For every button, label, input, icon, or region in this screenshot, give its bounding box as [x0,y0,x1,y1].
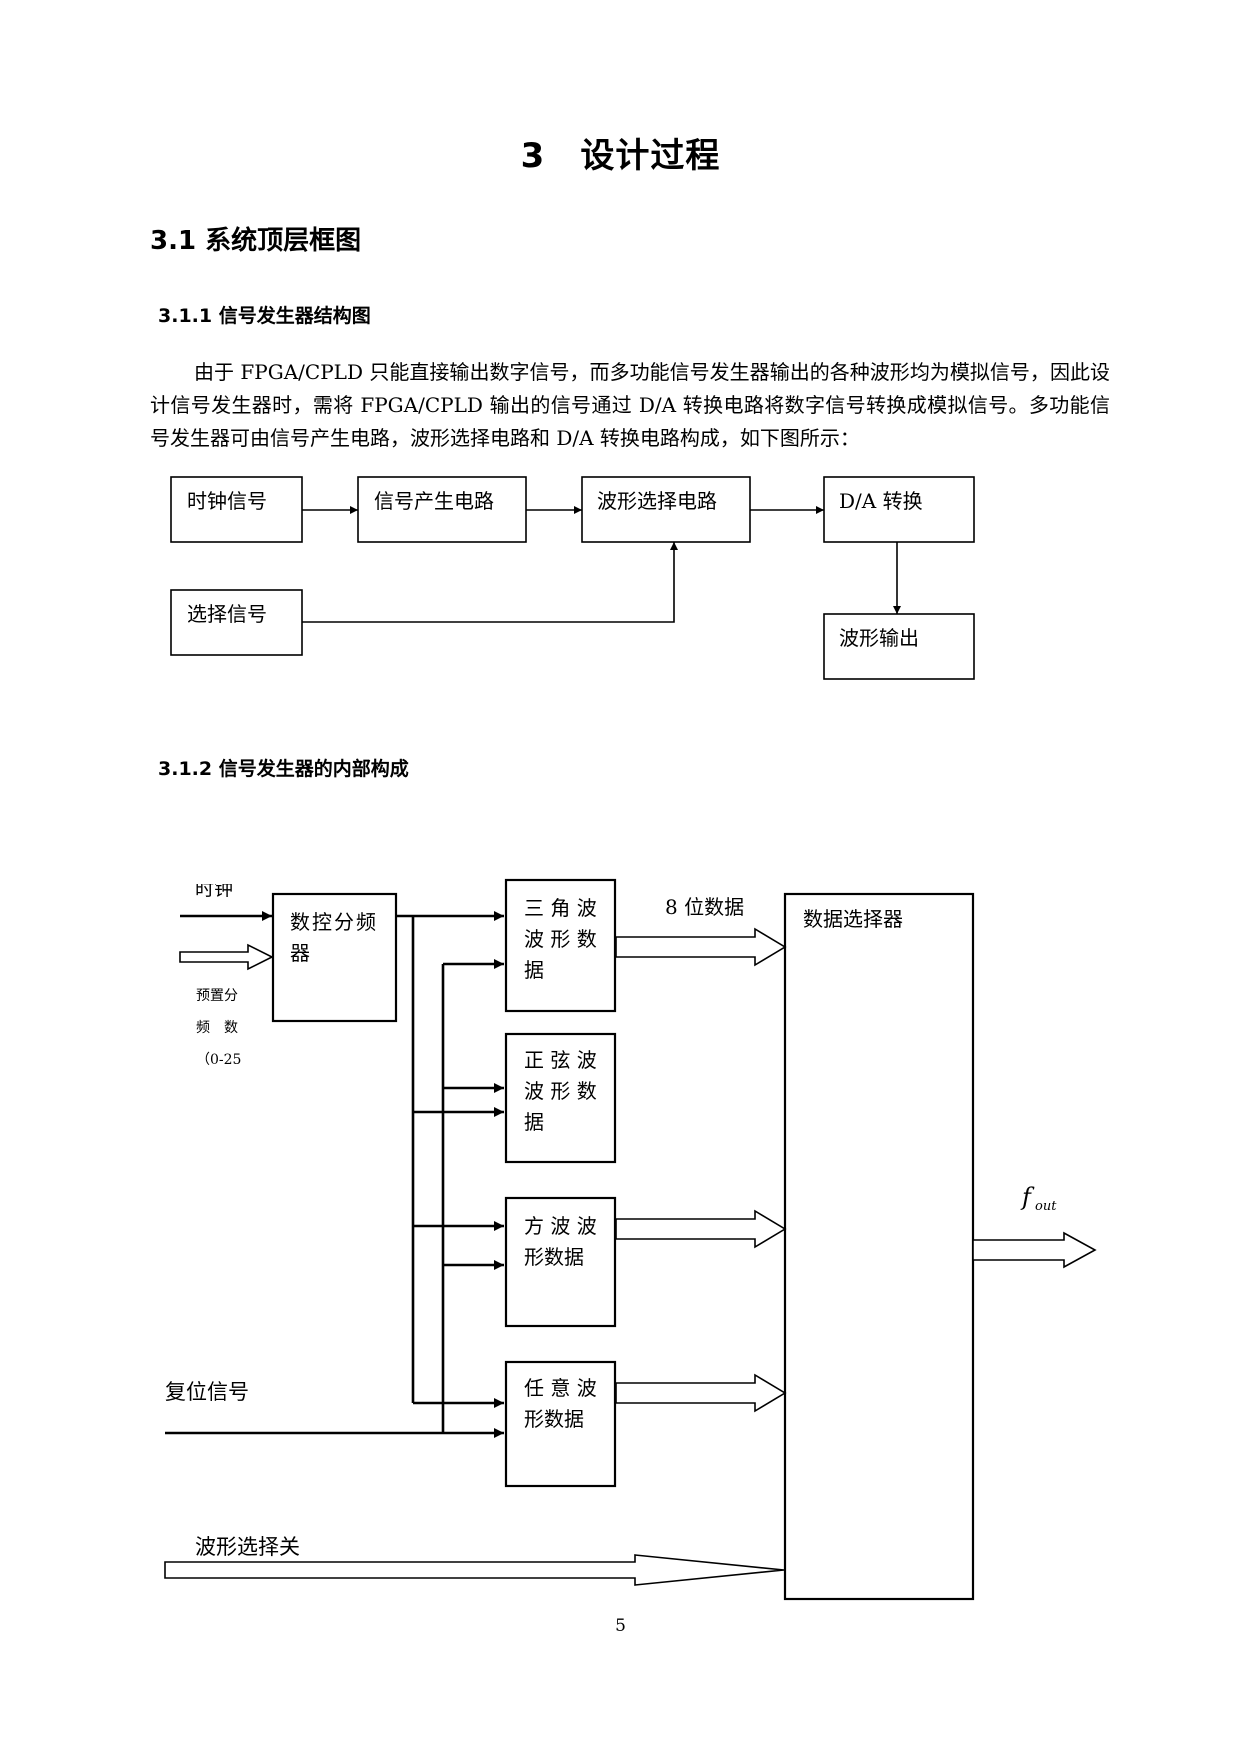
paragraph-text: 由于 FPGA/CPLD 只能直接输出数字信号，而多功能信号发生器输出的各种波形… [150,360,1110,450]
arbitrary-label-line1: 任 意 波 [524,1376,597,1400]
da-conversion-label: D/A 转换 [839,489,923,513]
arbitrary-label-line2: 形数据 [524,1407,584,1431]
divider-block [271,892,398,1023]
sine-label-line1: 正 弦 波 [524,1048,597,1072]
clock-signal-label: 时钟信号 [187,489,267,513]
triangle-label-line1: 三 角 波 [524,896,597,920]
waveform-output-block [823,613,975,680]
data-selector-block [783,892,975,1601]
preset-label-3: （0-25 [196,1052,241,1068]
preset-input-hollow-arrow [179,943,274,971]
fout-label-subscript: out [1035,1199,1057,1214]
reset-signal-label: 复位信号 [165,1380,249,1404]
preset-label-1: 预置分 [196,988,238,1004]
square-label-line1: 方 波 波 [524,1214,597,1238]
page-number: 5 [615,1616,626,1636]
sine-wave-block [504,1032,617,1164]
waveform-output-label: 波形输出 [839,626,919,650]
signal-generation-label: 信号产生电路 [374,489,494,513]
eight-bit-data-label: 8 位数据 [665,895,744,919]
arbitrary-data-hollow-arrow [615,1373,787,1413]
sine-label-line2: 波 形 数 [524,1079,597,1103]
square-wave-block [504,1196,617,1328]
waveform-selection-label: 波形选择电路 [597,489,717,513]
section-heading: 3.1 系统顶层框图 [150,226,362,256]
fout-label-f: f [1020,1183,1035,1211]
triangle-data-hollow-arrow [615,927,787,967]
divider-label-line2: 器 [290,941,310,965]
triangle-label-line2: 波 形 数 [524,927,597,951]
sine-label-line3: 据 [524,1110,544,1134]
arbitrary-wave-block [504,1360,617,1488]
preset-label-2: 频 数 [196,1020,238,1036]
subsection-heading-2: 3.1.2 信号发生器的内部构成 [158,758,409,780]
divider-label-line1: 数控分频 [290,910,378,934]
block-diagram-top-level: 时钟信号 信号产生电路 波形选择电路 D/A 转换 选择信号 波形输出 [170,476,975,680]
triangle-wave-block [504,878,617,1013]
select-signal-label: 选择信号 [187,602,267,626]
subsection-heading-1: 3.1.1 信号发生器结构图 [158,305,371,327]
square-data-hollow-arrow [615,1209,787,1249]
fout-output-hollow-arrow [972,1231,1097,1269]
chapter-title: 3 设计过程 [520,136,721,176]
square-label-line2: 形数据 [524,1245,584,1269]
arrow-select-to-selection [302,542,678,623]
data-selector-label: 数据选择器 [803,907,903,931]
waveform-switch-label: 波形选择关 [195,1535,300,1559]
triangle-label-line3: 据 [524,958,544,982]
waveform-switch-hollow-arrow [164,1554,785,1586]
body-paragraph: 由于 FPGA/CPLD 只能直接输出数字信号，而多功能信号发生器输出的各种波形… [150,356,1110,455]
clip-mask [160,872,240,884]
